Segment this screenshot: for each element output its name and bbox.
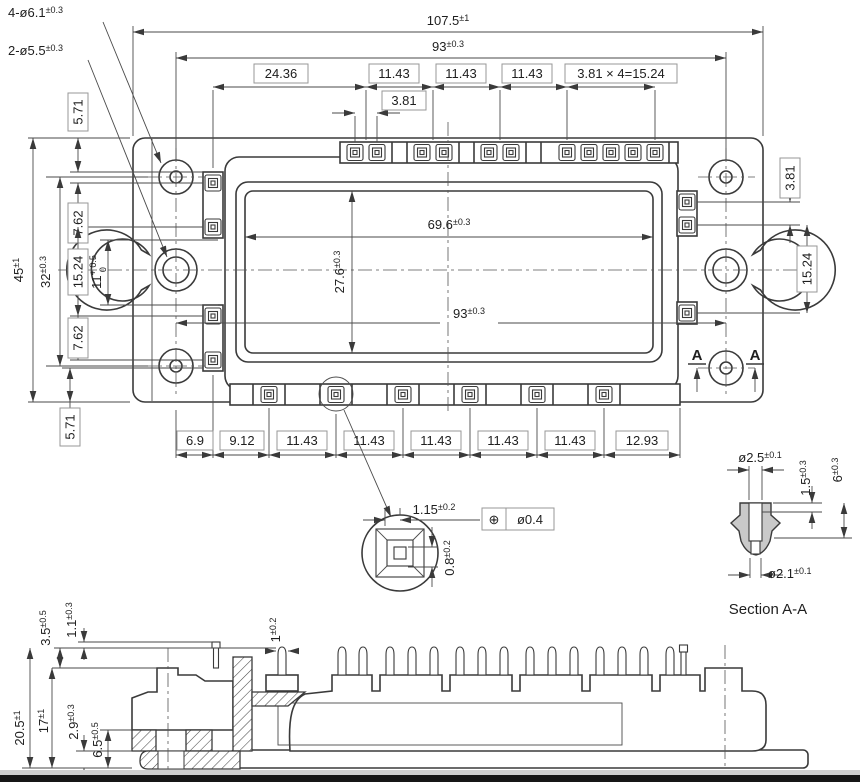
front-pin-platform — [265, 674, 299, 692]
dim-box-right-pair: 3.81 — [783, 165, 798, 190]
dim-body-height: 17±1 — [36, 709, 51, 733]
dim-box-b5: 11.43 — [487, 433, 519, 448]
dim-block-height: 3.5±0.5 — [38, 610, 53, 646]
left-dimensions: 45±1 32±0.3 5.71 7.62 15.24 7.62 5.71 11… — [11, 92, 218, 447]
dim-hole-span: 93±0.3 — [432, 39, 464, 54]
dim-box-b6: 11.43 — [554, 433, 586, 448]
dim-box-b4: 11.43 — [420, 433, 452, 448]
right-dimensions: 3.81 15.24 — [697, 157, 818, 314]
side-dimensions: 1±0.2 3.5±0.5 1.1±0.3 20.5±1 17±1 2.9±0.… — [12, 602, 299, 779]
dim-box-pitch1: 7.62 — [71, 210, 86, 235]
label-recess — [277, 702, 623, 746]
dim-overall-height: 45±1 — [11, 258, 26, 282]
dim-bushing-tip: ø2.1±0.1 — [768, 566, 811, 581]
centerlines — [58, 122, 802, 412]
position-tolerance-symbol: ⊕ — [489, 512, 500, 527]
section-aa-detail: ø2.5±0.1 1.5±0.3 6±0.3 ø2.1±0.1 Section … — [727, 450, 852, 618]
inner-dimensions: 69.6±0.3 27.6±0.3 93±0.3 — [176, 191, 726, 353]
section-letter-left: A — [692, 347, 703, 364]
dim-clamp-notch: 11+ 0.50 — [88, 255, 108, 289]
detail-callout-circle — [318, 376, 354, 412]
section-letter-right: A — [750, 347, 761, 364]
dim-window-height: 27.6±0.3 — [332, 251, 347, 294]
dim-bushing-length: 6±0.3 — [830, 458, 845, 483]
dim-bushing-height: 6.5±0.5 — [90, 722, 105, 758]
dim-overall-width: 107.5±1 — [427, 13, 470, 28]
section-cut-marks: A A — [688, 347, 764, 392]
top-view: A A — [58, 122, 837, 412]
dim-total-height: 20.5±1 — [12, 710, 27, 745]
section-label: Section A-A — [729, 601, 807, 618]
dim-box-b3: 11.43 — [353, 433, 385, 448]
right-pin-strips — [676, 190, 698, 325]
dim-box-pair-pitch: 3.81 — [391, 93, 416, 108]
dim-box-right-pitch: 15.24 — [800, 253, 815, 286]
dim-pin-span: 93±0.3 — [453, 306, 485, 321]
baseplate — [229, 749, 809, 769]
dim-box-11-43-c: 11.43 — [511, 66, 543, 81]
dim-bushing-depth: 1.5±0.3 — [798, 460, 813, 496]
dim-box-edge-bottom: 5.71 — [63, 414, 78, 439]
bottom-dimensions: 6.9 9.12 11.43 11.43 11.43 11.43 11.43 1… — [175, 375, 681, 459]
position-tolerance-value: ø0.4 — [517, 512, 543, 527]
pin-detail-view: 1.15±0.2 ⊕ ø0.4 0.8±0.2 — [343, 409, 555, 592]
dim-hole-vspan: 32±0.3 — [38, 256, 53, 288]
dim-box-b1: 9.12 — [229, 433, 254, 448]
bottom-band-grey — [0, 770, 860, 775]
clamp-cross-section — [131, 648, 307, 776]
dim-pin-width: 0.8±0.2 — [442, 540, 457, 576]
callout-clamp-holes: 2-ø5.5±0.3 — [8, 43, 63, 58]
dim-box-edge-top: 5.71 — [71, 99, 86, 124]
left-pin-strips — [202, 171, 224, 372]
dim-pin-offset: 1.15±0.2 — [413, 502, 456, 517]
top-pins — [346, 143, 664, 162]
bottom-band-dark — [0, 775, 860, 782]
callout-corner-holes: 4-ø6.1±0.3 — [8, 5, 63, 20]
bottom-pin-strip — [229, 376, 681, 412]
top-dimensions: 107.5±1 93±0.3 24.36 11.43 11.43 11.43 3… — [8, 5, 764, 258]
side-view-pins — [211, 641, 689, 676]
dim-plate-step: 2.9±0.3 — [66, 704, 81, 740]
dim-box-b0: 6.9 — [186, 433, 204, 448]
dim-box-b7: 12.93 — [626, 433, 659, 448]
side-view: 1±0.2 3.5±0.5 1.1±0.3 20.5±1 17±1 2.9±0.… — [12, 602, 809, 779]
dim-box-pitch3: 7.62 — [71, 325, 86, 350]
dim-pin-standoff: 1±0.2 — [268, 618, 283, 643]
dim-bushing-bore: ø2.5±0.1 — [738, 450, 781, 465]
dim-box-b2: 11.43 — [286, 433, 318, 448]
dim-pin-step: 1.1±0.3 — [64, 602, 79, 638]
dim-box-pitch2: 15.24 — [71, 256, 86, 289]
dim-window-width: 69.6±0.3 — [428, 217, 471, 232]
dim-box-11-43-b: 11.43 — [445, 66, 477, 81]
dim-box-group-pitch: 3.81 × 4=15.24 — [577, 66, 664, 81]
dim-box-24-36: 24.36 — [265, 66, 298, 81]
dim-box-11-43-a: 11.43 — [378, 66, 410, 81]
case-profile — [288, 667, 767, 752]
